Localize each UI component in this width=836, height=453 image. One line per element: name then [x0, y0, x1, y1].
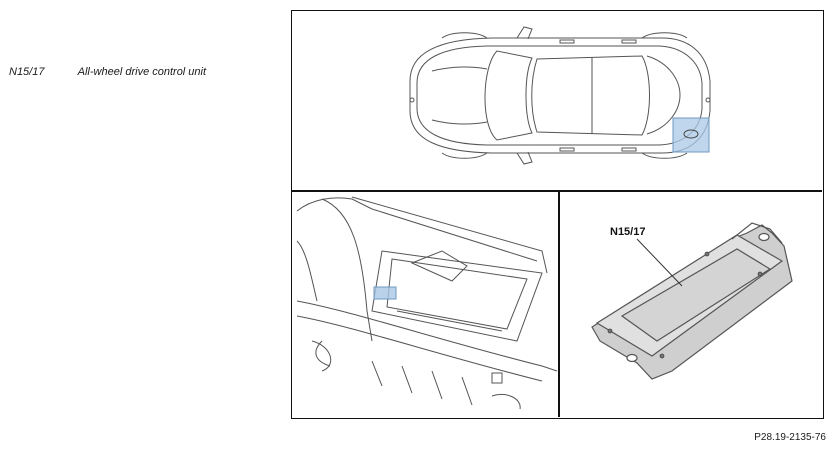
figure-drawing: N15/17: [292, 26, 822, 417]
legend-row: N15/17 All-wheel drive control unit: [9, 66, 206, 78]
legend-code: N15/17: [9, 66, 45, 78]
highlight-box-top: [672, 117, 710, 153]
highlight-box-cargo: [373, 286, 397, 300]
cargo-area-view: [296, 196, 558, 410]
control-unit-module: [591, 222, 793, 380]
car-top-view: [409, 26, 711, 165]
callout-leader-line: [636, 238, 683, 287]
legend-description: All-wheel drive control unit: [77, 66, 207, 78]
legend: N15/17 All-wheel drive control unit: [9, 66, 206, 78]
figure-id: P28.19-2135-76: [754, 432, 826, 443]
figure-frame: N15/17: [291, 10, 824, 419]
control-unit-marker-top: [683, 129, 699, 139]
callout-label: N15/17: [610, 226, 645, 238]
